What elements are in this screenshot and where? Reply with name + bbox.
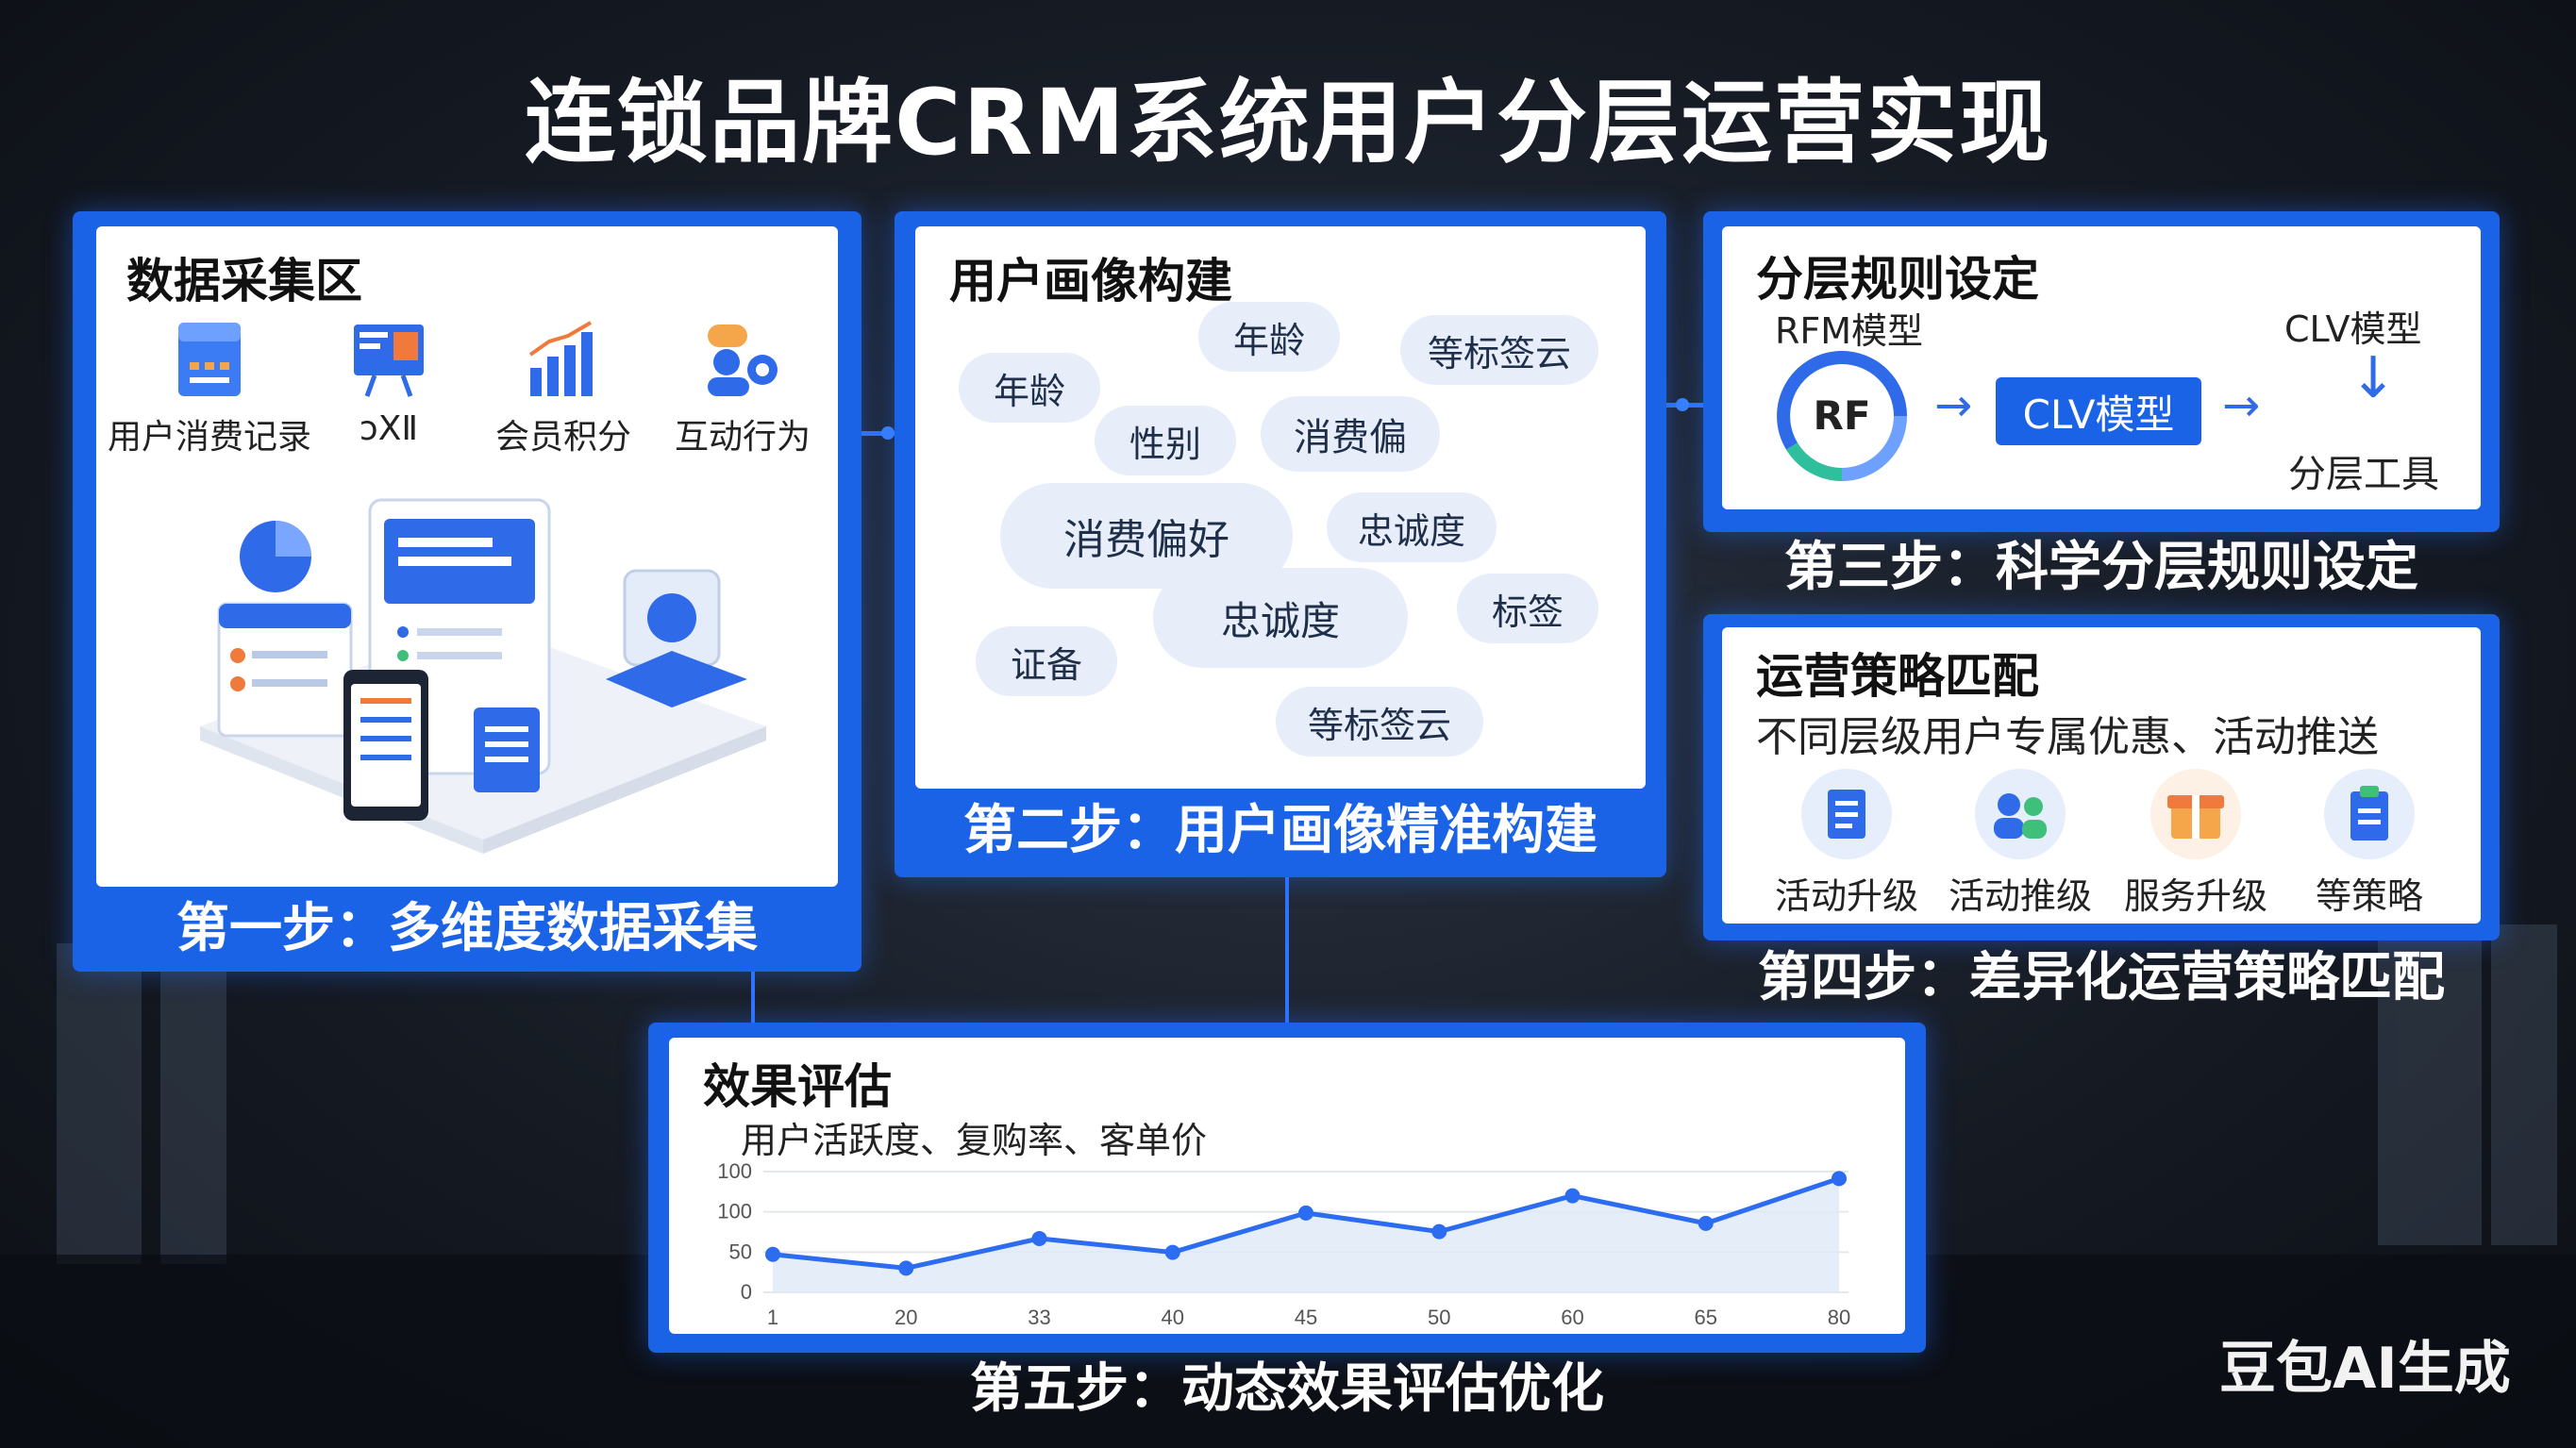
evaluation-subtitle: 用户活跃度、复购率、客单价 bbox=[741, 1120, 1208, 1161]
x-tick-label: 40 bbox=[1162, 1306, 1184, 1329]
x-tick-label: 50 bbox=[1428, 1306, 1450, 1329]
chart-area bbox=[773, 1178, 1839, 1292]
effect-evaluation-inner: 效果评估 用户活跃度、复购率、客单价 0 50 100 100 1 20 33 40 45 50 6… bbox=[669, 1038, 1905, 1334]
panel-title: 用户画像构建 bbox=[949, 254, 1232, 308]
x-tick-label: 45 bbox=[1295, 1306, 1317, 1329]
bar-chart-icon bbox=[528, 321, 593, 396]
profile-tag: 性别 bbox=[1095, 406, 1236, 475]
panel-title: 数据采集区 bbox=[126, 254, 362, 308]
profile-tag: 忠诚度 bbox=[1153, 568, 1408, 668]
step-4-label: 第四步：差异化运营策略匹配 bbox=[1758, 947, 2445, 1008]
data-point bbox=[1164, 1244, 1180, 1260]
strategy-subtitle: 不同层级用户专属优惠、活动推送 bbox=[1756, 713, 2379, 761]
profile-tag: 等标签云 bbox=[1276, 687, 1483, 757]
strategy-item-label: 服务升级 bbox=[2123, 875, 2267, 917]
step-5-label: 第五步：动态效果评估优化 bbox=[970, 1358, 1604, 1420]
document-icon bbox=[178, 323, 241, 396]
user-profile-panel: 用户画像构建 年龄 等标签云 年龄 性别 消费偏 消费偏好 忠诚度 标签 忠诚度… bbox=[895, 211, 1666, 877]
clipboard-icon bbox=[2324, 769, 2415, 859]
step-2-label: 第二步：用户画像精准构建 bbox=[963, 800, 1597, 861]
rf-ring-icon bbox=[1777, 351, 1907, 481]
strategy-item-label: 活动推级 bbox=[1948, 875, 2092, 917]
y-tick-label: 50 bbox=[729, 1240, 752, 1263]
connector-2-5 bbox=[1285, 877, 1289, 1023]
profile-tag: 消费偏好 bbox=[1000, 483, 1293, 589]
evaluation-line-chart: 0 50 100 100 1 20 33 40 45 50 60 65 80 bbox=[717, 1160, 1850, 1329]
panel-title: 运营策略匹配 bbox=[1756, 649, 2039, 704]
document-icon bbox=[1801, 769, 1892, 859]
operation-strategy-inner: 运营策略匹配 不同层级用户专属优惠、活动推送 活动升级 活动推级 服务升级 等策… bbox=[1722, 627, 2481, 924]
x-tick-label: 1 bbox=[767, 1306, 778, 1329]
panel-title: 分层规则设定 bbox=[1756, 252, 2039, 307]
data-point bbox=[1564, 1188, 1581, 1204]
strategy-item-label: 活动升级 bbox=[1774, 875, 1918, 917]
data-point bbox=[898, 1260, 914, 1276]
layering-tool-label: 分层工具 bbox=[2288, 453, 2439, 496]
operation-strategy-panel: 运营策略匹配 不同层级用户专属优惠、活动推送 活动升级 活动推级 服务升级 等策… bbox=[1703, 614, 2500, 940]
data-point bbox=[1698, 1215, 1714, 1231]
x-tick-label: 33 bbox=[1028, 1306, 1050, 1329]
users-icon bbox=[1975, 769, 2066, 859]
connector-1-2 bbox=[861, 431, 896, 436]
data-devices-illustration bbox=[200, 498, 766, 854]
data-collection-panel: 数据采集区 用户消费记录 ɔXⅡ 会员积分 互动行为 bbox=[73, 211, 861, 972]
watermark: 豆包AI生成 bbox=[2219, 1336, 2511, 1402]
y-tick-label: 0 bbox=[741, 1280, 752, 1304]
icon-label: 会员积分 bbox=[494, 418, 631, 457]
x-tick-label: 65 bbox=[1695, 1306, 1717, 1329]
clv-model-label: CLV模型 bbox=[2284, 308, 2422, 350]
profile-tag: 等标签云 bbox=[1400, 315, 1598, 385]
x-tick-label: 60 bbox=[1561, 1306, 1583, 1329]
icon-label: 用户消费记录 bbox=[107, 418, 311, 457]
data-collection-inner: 数据采集区 用户消费记录 ɔXⅡ 会员积分 互动行为 bbox=[96, 226, 838, 887]
rfm-model-label: RFM模型 bbox=[1775, 310, 1924, 352]
step-3-label: 第三步：科学分层规则设定 bbox=[1784, 537, 2418, 598]
profile-tag: 年龄 bbox=[1198, 302, 1340, 372]
panel-title: 效果评估 bbox=[703, 1059, 892, 1114]
layering-rules-panel: 分层规则设定 RFM模型 CLV模型 RF → CLV模型 → ↓ 分层工具 bbox=[1703, 211, 2500, 532]
profile-tag: 标签 bbox=[1457, 574, 1598, 643]
profile-tag: 年龄 bbox=[959, 353, 1100, 423]
gift-box-icon bbox=[2150, 769, 2241, 859]
arrow-icon: → bbox=[2222, 379, 2261, 432]
x-tick-label: 80 bbox=[1828, 1306, 1850, 1329]
icon-label: 互动行为 bbox=[674, 418, 811, 457]
arrow-icon: → bbox=[1934, 379, 1973, 432]
arrow-down-icon: ↓ bbox=[2350, 345, 2398, 411]
y-tick-label: 100 bbox=[717, 1200, 752, 1223]
rf-label: RF bbox=[1813, 392, 1871, 439]
strategy-item-label: 等策略 bbox=[2315, 875, 2423, 917]
clv-model-button[interactable]: CLV模型 bbox=[1996, 377, 2201, 445]
profile-tag: 消费偏 bbox=[1261, 396, 1440, 472]
connector-1-5 bbox=[751, 972, 755, 1023]
icon-label: ɔXⅡ bbox=[359, 409, 419, 448]
layering-rules-inner: 分层规则设定 RFM模型 CLV模型 RF → CLV模型 → ↓ 分层工具 bbox=[1722, 226, 2481, 509]
connector-dot bbox=[881, 426, 895, 440]
page-title: 连锁品牌CRM系统用户分层运营实现 bbox=[525, 70, 2051, 175]
data-point bbox=[765, 1246, 780, 1262]
users-icon bbox=[708, 325, 778, 396]
connector-dot bbox=[1676, 398, 1689, 411]
data-point bbox=[1832, 1171, 1847, 1187]
presentation-board-icon bbox=[354, 325, 424, 397]
x-tick-label: 20 bbox=[895, 1306, 917, 1329]
step-1-label: 第一步：多维度数据采集 bbox=[176, 898, 758, 959]
user-profile-inner: 用户画像构建 年龄 等标签云 年龄 性别 消费偏 消费偏好 忠诚度 标签 忠诚度… bbox=[915, 226, 1646, 789]
y-tick-label: 100 bbox=[717, 1160, 752, 1183]
profile-tag: 忠诚度 bbox=[1327, 492, 1497, 562]
data-point bbox=[1431, 1223, 1447, 1240]
data-point bbox=[1298, 1205, 1313, 1221]
data-point bbox=[1031, 1230, 1047, 1246]
profile-tag: 证备 bbox=[976, 626, 1117, 696]
effect-evaluation-panel: 效果评估 用户活跃度、复购率、客单价 0 50 100 100 1 20 33 40 45 50 6… bbox=[648, 1023, 1926, 1353]
